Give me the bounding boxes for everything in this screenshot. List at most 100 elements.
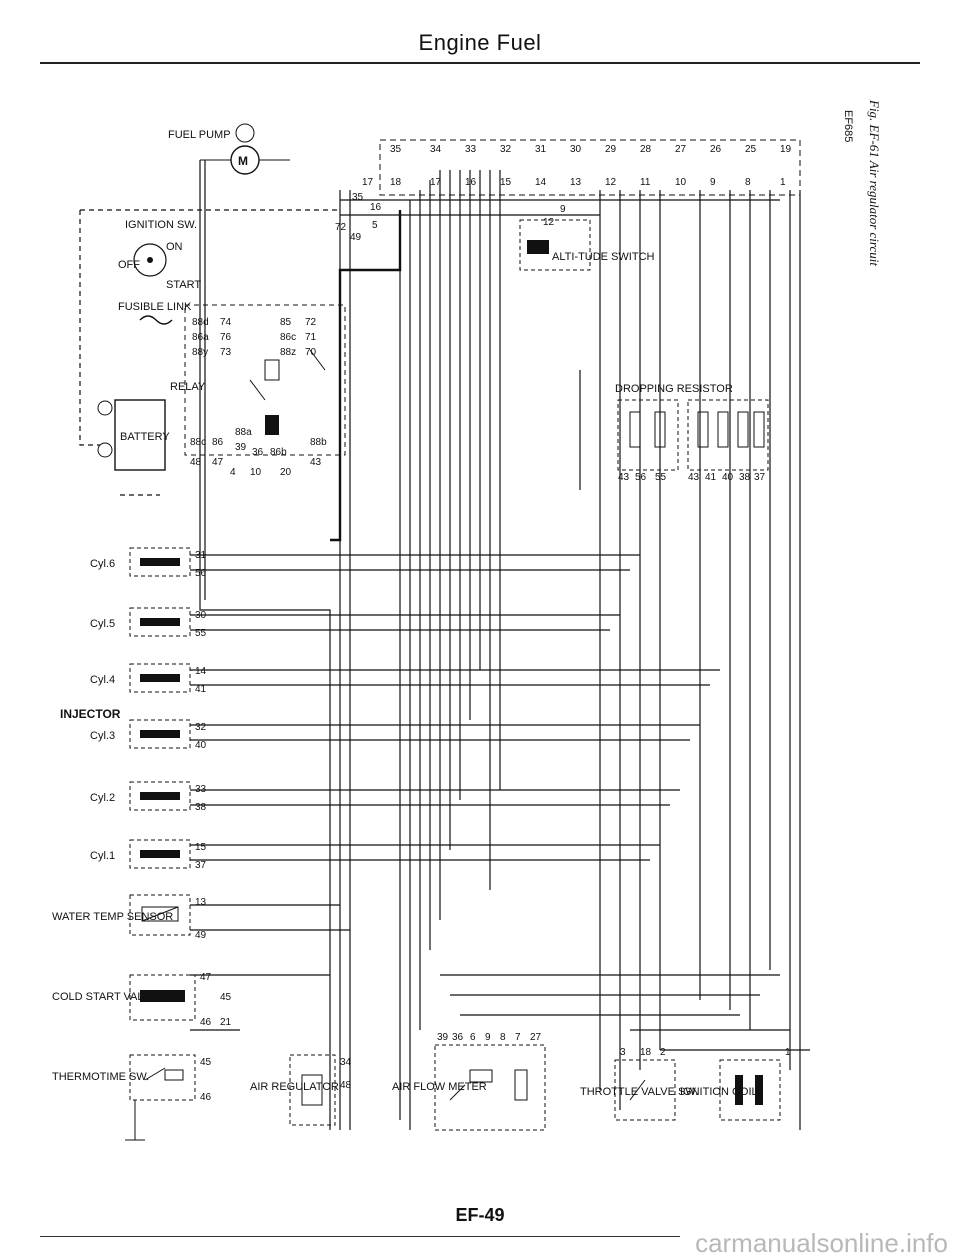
injector-cyl6: [129, 547, 191, 577]
sensor-pin: 6: [470, 1032, 476, 1043]
cu-pin-label: 34: [430, 144, 442, 155]
watermark: carmanualsonline.info: [695, 1228, 948, 1258]
relay-pin: 86: [212, 437, 224, 448]
cu-pin-label: 35: [390, 144, 402, 155]
air-regulator-label: AIR REGULATOR: [250, 1081, 339, 1093]
connector-pin: 17: [362, 177, 374, 188]
wire-bundle: [79, 160, 810, 1130]
air-flow-meter: [434, 1044, 546, 1131]
cu-pin-label: 9: [710, 177, 716, 188]
relay-pin: 10: [250, 467, 262, 478]
footer-rule: [40, 1236, 680, 1237]
relay-pin: 36: [252, 447, 264, 458]
resistor-pin: 38: [739, 472, 751, 483]
resistor-pin: 41: [705, 472, 717, 483]
sensor-pin: 45: [200, 1057, 212, 1068]
ignition-coil: [719, 1059, 781, 1121]
fusible-link-label: FUSIBLE LINK: [118, 301, 192, 313]
throttle-valve-switch: [614, 1059, 676, 1121]
cyl1-label: Cyl.1: [90, 850, 115, 862]
sensor-pin: 36: [452, 1032, 464, 1043]
injector-cyl3: [129, 719, 191, 749]
injector-pin: 32: [195, 722, 207, 733]
cyl5-label: Cyl.5: [90, 618, 115, 630]
relay-pin: 20: [280, 467, 292, 478]
water-temp-sensor-label: WATER TEMP SENSOR: [52, 911, 173, 923]
relay-pin: 48: [190, 457, 202, 468]
thermotime-switch-label: THERMOTIME SW.: [52, 1071, 149, 1083]
relay-pin: 43: [310, 457, 322, 468]
battery-label: BATTERY: [120, 431, 170, 443]
sensor-pin: 48: [340, 1080, 352, 1091]
cyl4-label: Cyl.4: [90, 674, 115, 686]
relay: [184, 304, 346, 456]
cu-pin-label: 1: [780, 177, 786, 188]
cyl3-label: Cyl.3: [90, 730, 115, 742]
injector-pin: 56: [195, 568, 207, 579]
relay-pin: 86a: [192, 332, 209, 343]
connector-pin: 5: [372, 220, 378, 231]
injector-pin: 31: [195, 550, 207, 561]
relay-pin: 74: [220, 317, 232, 328]
injector-pin: 15: [195, 842, 207, 853]
connector-pin: 35: [352, 192, 364, 203]
injector-pin: 41: [195, 684, 207, 695]
injector-pin: 40: [195, 740, 207, 751]
dropping-resistor-label: DROPPING RESISTOR: [615, 383, 733, 395]
cold-start-valve-label: COLD START VALVE: [52, 991, 157, 1003]
cu-pin-label: 30: [570, 144, 582, 155]
cu-pin-label: 11: [640, 177, 651, 188]
altitude-switch: [519, 219, 591, 271]
cu-pin-label: 25: [745, 144, 757, 155]
resistor-pin: 37: [754, 472, 766, 483]
cold-start-valve: [129, 974, 196, 1021]
sensor-pin: 34: [340, 1057, 352, 1068]
sensor-pin: 2: [660, 1047, 666, 1058]
connector-pin: 49: [350, 232, 362, 243]
resistor-pin: 40: [722, 472, 734, 483]
dropping-resistor: [617, 399, 769, 471]
resistor-pin: 43: [688, 472, 700, 483]
relay-pin: 88d: [192, 317, 209, 328]
injector-pin: 38: [195, 802, 207, 813]
relay-pin: 70: [305, 347, 317, 358]
sensor-pin: 45: [220, 992, 232, 1003]
connector-pin: 16: [370, 202, 382, 213]
ignition-switch: [133, 243, 167, 277]
resistor-pin: 56: [635, 472, 647, 483]
header-rule: [40, 62, 920, 64]
relay-pin: 88y: [192, 347, 208, 358]
relay-pin: 73: [220, 347, 232, 358]
ignition-start-label: START: [166, 279, 201, 291]
cu-pin-label: 31: [535, 144, 547, 155]
sensor-pin: 27: [530, 1032, 542, 1043]
cu-pin-label: 29: [605, 144, 617, 155]
cu-pin-label: 17: [430, 177, 442, 188]
relay-pin: 86c: [280, 332, 296, 343]
injector-cyl2: [129, 781, 191, 811]
cyl6-label: Cyl.6: [90, 558, 115, 570]
injector-cyl4: [129, 663, 191, 693]
relay-pin: 71: [305, 332, 317, 343]
water-temp-sensor: [129, 894, 191, 936]
fusible-link: [139, 315, 173, 325]
injector-label: INJECTOR: [60, 707, 121, 721]
thermotime-switch: [125, 1054, 196, 1141]
battery: [97, 399, 166, 471]
sensor-pin: 39: [437, 1032, 449, 1043]
relay-pin: 76: [220, 332, 232, 343]
cu-pin-label: 13: [570, 177, 582, 188]
svg-text:M: M: [238, 154, 248, 168]
relay-pin: 86b: [270, 447, 287, 458]
connector-pin: 12: [543, 217, 555, 228]
injector-pin: 37: [195, 860, 207, 871]
cu-pin-label: 32: [500, 144, 512, 155]
injector-pin: 30: [195, 610, 207, 621]
resistor-pin: 43: [618, 472, 630, 483]
cu-pin-label: 27: [675, 144, 687, 155]
cu-pin-label: 15: [500, 177, 512, 188]
relay-pin: 85: [280, 317, 292, 328]
fuel-pump: M: [200, 123, 290, 175]
connector-pin: 72: [335, 222, 347, 233]
fuel-pump-label: FUEL PUMP: [168, 129, 231, 141]
